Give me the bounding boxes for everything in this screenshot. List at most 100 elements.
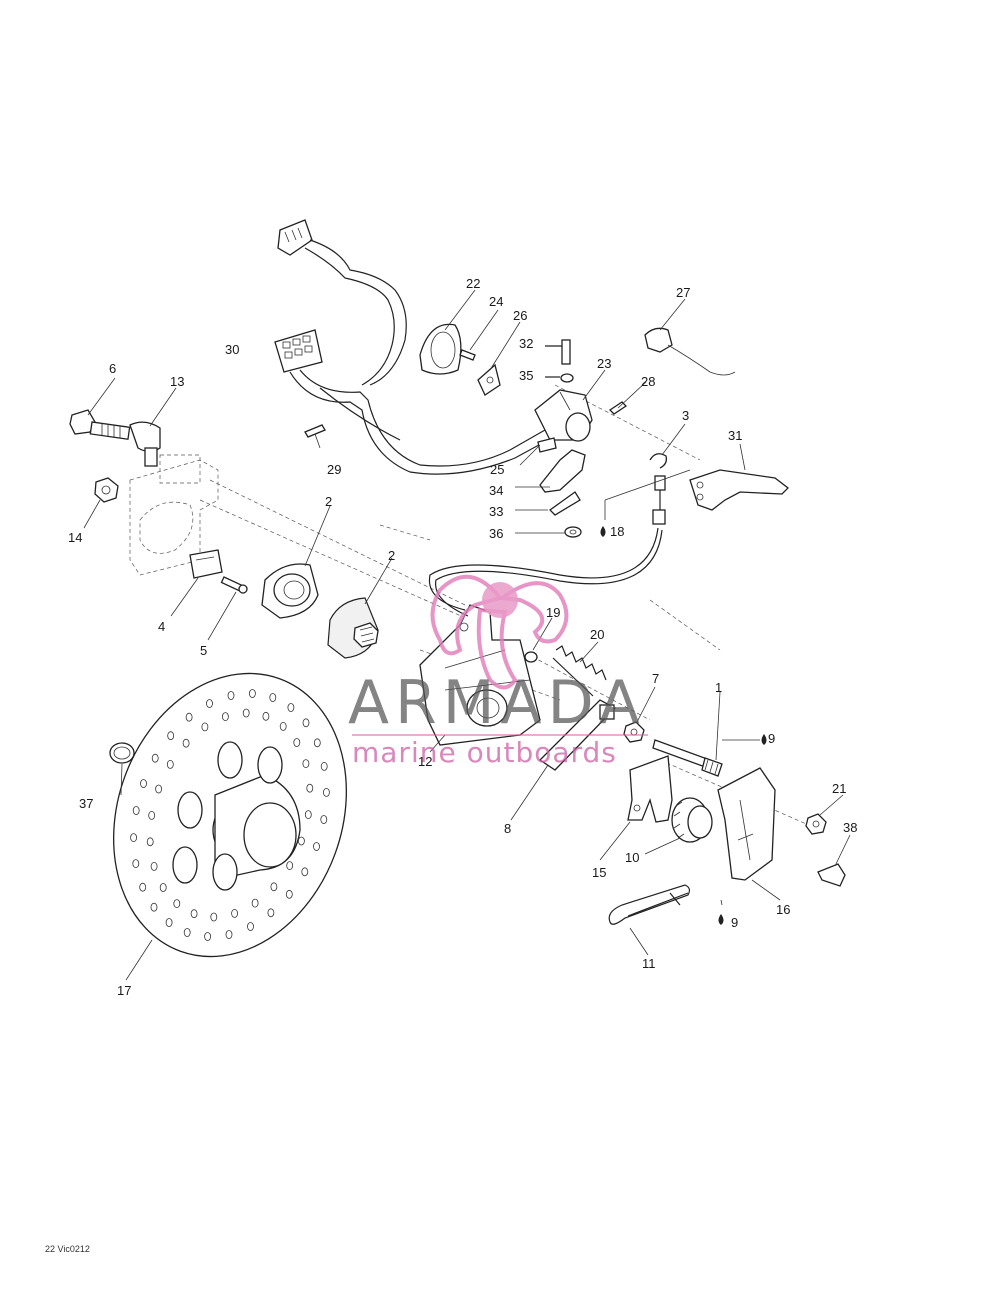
- disc-vent-hole: [297, 836, 305, 846]
- disc-vent-hole: [140, 779, 147, 788]
- disc-vent-hole: [320, 762, 328, 771]
- wiring-harness: [274, 219, 549, 475]
- callout-34: 34: [489, 483, 503, 498]
- watermark-logo-mark: [430, 574, 569, 690]
- disc-vent-hole: [167, 731, 175, 741]
- pad-clip: [189, 549, 223, 579]
- washer: [524, 651, 538, 663]
- caliper-bracket: [129, 454, 219, 576]
- disc-vent-hole: [210, 912, 218, 922]
- callout-18: 18: [610, 524, 624, 539]
- disc-vent-hole: [173, 899, 181, 908]
- disc-vent-hole: [130, 833, 138, 842]
- lever-bracket: [627, 755, 673, 823]
- brake-pad-outer: [261, 563, 319, 619]
- callout-22: 22: [466, 276, 480, 291]
- callout-10: 10: [625, 850, 639, 865]
- callout-35: 35: [519, 368, 533, 383]
- callout-2b: 2: [388, 548, 395, 563]
- spacer: [548, 491, 581, 516]
- callout-12: 12: [418, 754, 432, 769]
- disc-vent-hole: [313, 842, 320, 851]
- disc-vent-hole: [201, 722, 209, 732]
- brake-disc: [113, 672, 347, 958]
- callout-28: 28: [641, 374, 655, 389]
- callout-33: 33: [489, 504, 503, 519]
- disc-vent-hole: [190, 909, 198, 919]
- disc-vent-hole: [151, 753, 159, 763]
- speed-sensor: [644, 327, 736, 376]
- brake-pad-inner: [327, 597, 379, 659]
- pivot-washer: [545, 373, 574, 383]
- cover-nut: [805, 813, 827, 835]
- disc-vent-hole: [159, 883, 167, 892]
- callout-19: 19: [546, 605, 560, 620]
- disc-vent-hole: [185, 712, 193, 722]
- pulley: [671, 797, 713, 843]
- disc-vent-hole: [150, 902, 158, 912]
- callout-17: 17: [117, 983, 131, 998]
- callout-20: 20: [590, 627, 604, 642]
- handle-lever: [539, 449, 586, 493]
- disc-vent-hole: [221, 712, 229, 721]
- switch-bracket: [477, 363, 501, 396]
- disc-vent-hole: [247, 922, 254, 931]
- callout-36: 36: [489, 526, 503, 541]
- nut: [94, 477, 119, 503]
- disc-vent-hole: [302, 718, 310, 728]
- disc-vent-hole: [262, 711, 270, 721]
- disc-vent-hole: [227, 691, 235, 700]
- disc-vent-hole: [166, 760, 174, 769]
- footer-code: 22 Vic0212: [45, 1244, 90, 1254]
- disc-vent-hole: [182, 738, 190, 748]
- pin: [304, 424, 326, 438]
- disc-vent-hole: [204, 932, 212, 941]
- callout-1: 1: [715, 680, 722, 695]
- callout-2a: 2: [325, 494, 332, 509]
- disc-vent-hole: [248, 689, 256, 698]
- callout-labels: 1 2 2 3 4 5 6 7 8 9 9 10 11 12 13 14 15 …: [68, 276, 857, 998]
- bolt: [69, 409, 131, 440]
- disc-vent-hole: [285, 889, 293, 899]
- callout-7: 7: [652, 671, 659, 686]
- callout-14: 14: [68, 530, 82, 545]
- disc-vent-hole: [165, 918, 173, 927]
- cover-clip: [817, 863, 846, 887]
- callout-23: 23: [597, 356, 611, 371]
- callout-6: 6: [109, 361, 116, 376]
- pivot-pin: [545, 339, 571, 365]
- callout-25: 25: [490, 462, 504, 477]
- alignment-lines: [199, 384, 821, 831]
- callout-9a: 9: [768, 731, 775, 746]
- brake-handle: [689, 469, 789, 511]
- callout-9b: 9: [731, 915, 738, 930]
- disc-vent-hole: [251, 898, 259, 908]
- disc-vent-hole: [286, 861, 294, 870]
- watermark-brand: ARMADA: [348, 668, 646, 738]
- callout-5: 5: [200, 643, 207, 658]
- disc-vent-hole: [267, 908, 275, 918]
- callout-8: 8: [504, 821, 511, 836]
- disc-vent-hole: [242, 708, 250, 718]
- callout-15: 15: [592, 865, 606, 880]
- callout-24: 24: [489, 294, 503, 309]
- adjuster-bolt: [652, 739, 723, 777]
- disc-vent-hole: [150, 862, 158, 871]
- disc-vent-hole: [146, 837, 154, 847]
- leader-lines: [83, 289, 851, 981]
- watermark-tagline: marine outboards: [352, 736, 617, 769]
- callout-13: 13: [170, 374, 184, 389]
- disc-vent-hole: [225, 930, 233, 939]
- cotter-pin: [608, 884, 691, 925]
- brake-switch: [534, 389, 593, 442]
- disc-vent-hole: [279, 722, 287, 731]
- disc-vent-hole: [301, 867, 309, 877]
- boot-screw: [459, 349, 476, 361]
- disc-vent-hole: [306, 783, 314, 793]
- pulley-cover: [717, 767, 776, 881]
- callout-37: 37: [79, 796, 93, 811]
- callout-30: 30: [225, 342, 239, 357]
- disc-vent-hole: [148, 811, 156, 820]
- callout-4: 4: [158, 619, 165, 634]
